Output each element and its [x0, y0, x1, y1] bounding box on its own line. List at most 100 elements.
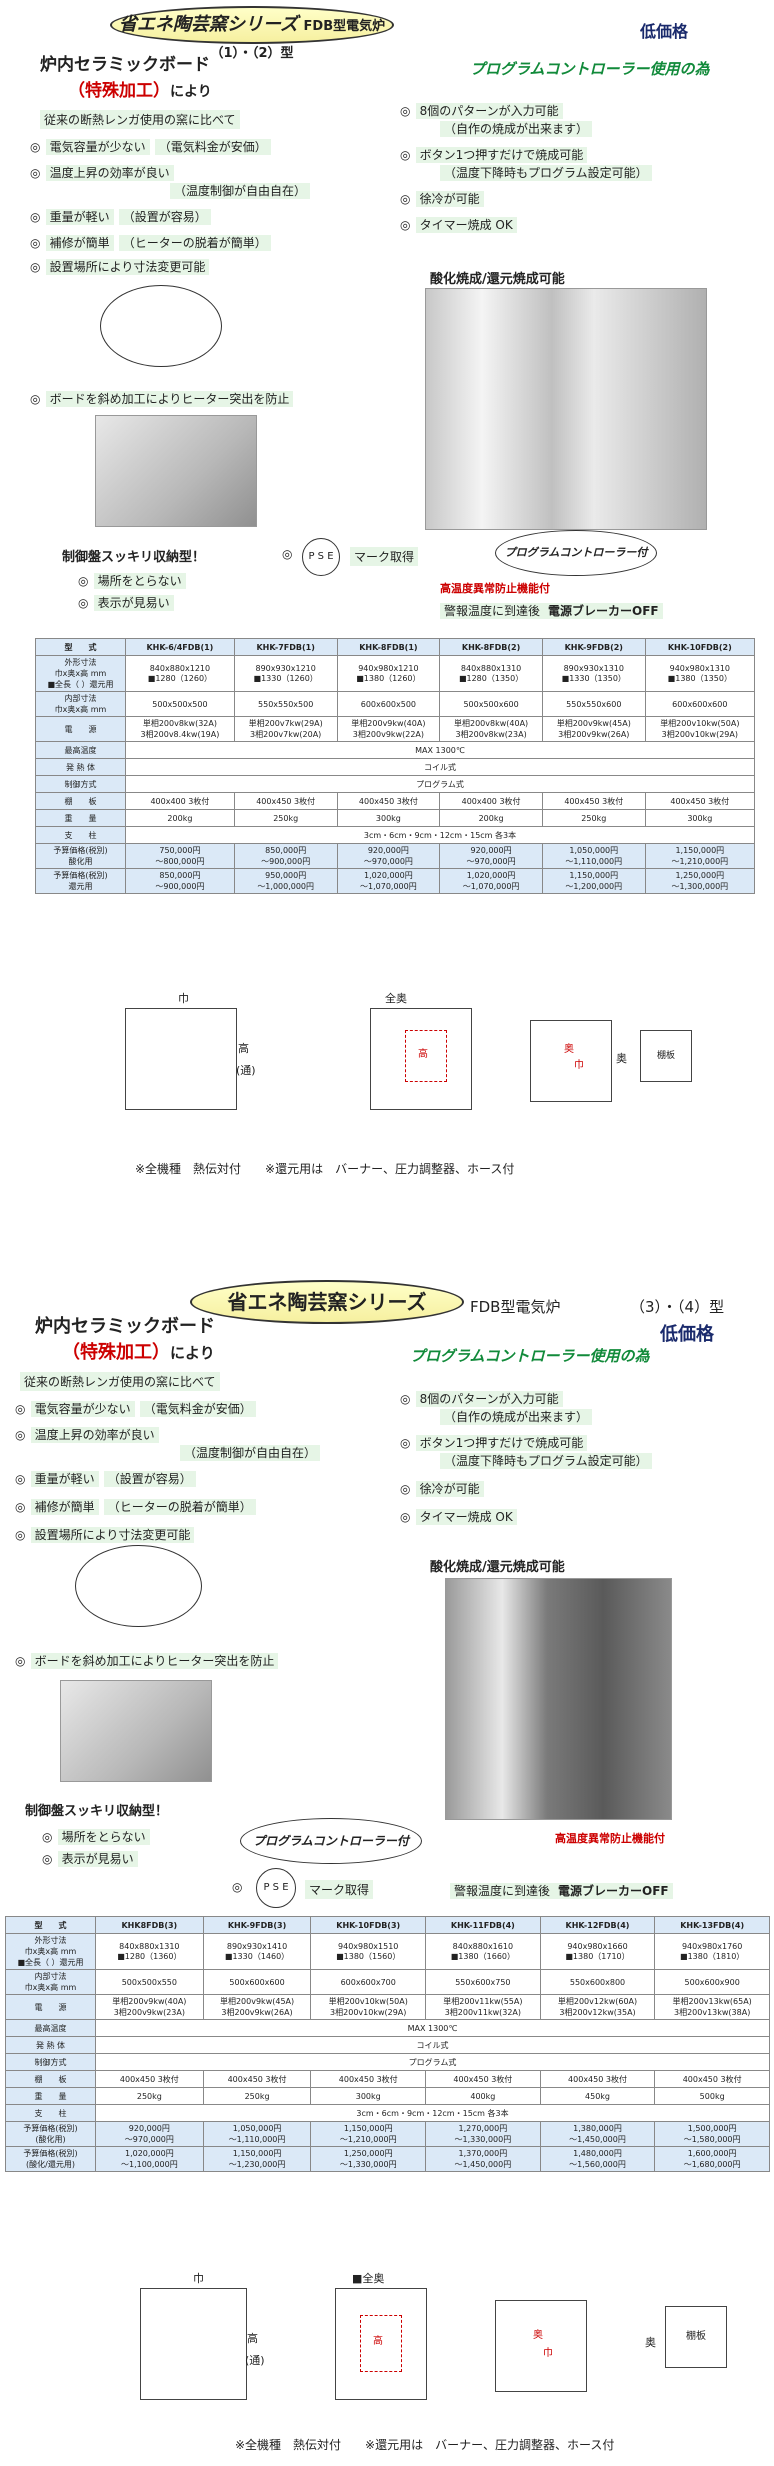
- table-cell: 250kg: [202, 2087, 312, 2105]
- table-cell: 1,150,000円 〜1,200,000円: [541, 868, 646, 894]
- sec1-diag-front-body: [125, 1008, 237, 1110]
- sec1-ctrl-3: ◎ タイマー焼成 OK: [400, 214, 760, 238]
- table-cell: 920,000円 〜970,000円: [439, 843, 543, 869]
- table-row-label: 制御方式: [5, 2053, 96, 2071]
- table-row-label: 予算価格(税別) (酸化/還元用): [5, 2146, 96, 2172]
- table-header-cell: KHK-8FDB(2): [439, 638, 543, 656]
- sec2-pse: P S E: [263, 1882, 289, 1893]
- sec1-diag-side: 全奥 高: [330, 990, 480, 1130]
- table-header-cell: KHK-12FDB(4): [539, 1916, 656, 1934]
- sec1-pse-text: マーク取得: [350, 547, 419, 566]
- sec1-ctrl-0-note: （自作の焼成が出来ます）: [400, 118, 760, 144]
- table-cell: 950,000円 〜1,000,000円: [233, 868, 338, 894]
- table-cell: 920,000円 〜970,000円: [336, 843, 441, 869]
- table-header-cell: KHK-9FDB(3): [202, 1916, 312, 1934]
- sec2-footer: ※全機種 熱伝対付 ※還元用は バーナー、圧力調整器、ホース付: [235, 2438, 615, 2452]
- sec2-feature-list: ◎ 電気容量が少ない （電気料金が安価） ◎ 温度上昇の効率が良い （温度制御が…: [15, 1398, 405, 1548]
- table-cell: 500x500x600: [439, 691, 543, 717]
- table-cell: MAX 1300℃: [95, 2019, 770, 2037]
- sec1-diag-height: 高: [238, 1042, 249, 1055]
- sec1-diag-width2: 巾: [574, 1060, 584, 1071]
- table-row-label: 棚 板: [5, 2070, 96, 2088]
- table-cell: 940x980x1760 ■1380（1810）: [654, 1933, 770, 1970]
- table-cell: 600x600x600: [644, 691, 756, 717]
- table-cell: 3cm・6cm・9cm・12cm・15cm 各3本: [95, 2104, 770, 2122]
- sec1-diag-depth: 奥: [616, 1052, 627, 1065]
- table-cell: 1,020,000円 〜1,070,000円: [336, 868, 441, 894]
- table-row-label: 外形寸法 巾x奥x高 mm ■全長（ ）還元用: [5, 1933, 96, 1970]
- sec1-board-closeup-photo: [100, 285, 222, 367]
- table-cell: 840x880x1210 ■1280（1260）: [125, 655, 235, 692]
- table-row-label: 外形寸法 巾x奥x高 mm ■全長（ ）還元用: [35, 655, 126, 692]
- table-cell: 400x400 3枚付: [125, 792, 235, 810]
- table-cell: 400x450 3枚付: [202, 2070, 312, 2088]
- sec2-price: 低価格: [660, 1324, 714, 1345]
- sec1-breaker-row: 警報温度に到達後電源ブレーカーOFF: [440, 600, 663, 619]
- sec2-ctrl-2: ◎ 徐冷が可能: [400, 1478, 760, 1506]
- sec2-ctrl-0: ◎ 8個のパターンが入力可能: [400, 1388, 760, 1407]
- sec2-breaker-pre: 警報温度に到達後: [450, 1883, 555, 1899]
- table-cell: 1,380,000円 〜1,450,000円: [539, 2121, 656, 2147]
- sec1-board-note-row: ◎ ボードを斜め加工によりヒーター突出を防止: [30, 388, 294, 407]
- sec2-diag-depth: 奥: [645, 2336, 656, 2349]
- sec1-title-ellipse: 省エネ陶芸窯シリーズ FDB型電気炉 （1）・（2）型: [110, 6, 398, 61]
- table-cell: 400x450 3枚付: [539, 2070, 656, 2088]
- sec2-diag-side-inner: [360, 2315, 402, 2372]
- table-row-label: 最高温度: [5, 2019, 96, 2037]
- table-cell: 300kg: [336, 809, 441, 827]
- sec1-feature-0: ◎ 電気容量が少ない （電気料金が安価）: [30, 136, 400, 162]
- table-cell: 500x500x550: [95, 1969, 204, 1995]
- sec2-feature-1-note: （温度制御が自由自在）: [15, 1442, 405, 1468]
- sec1-diag-shelf: 棚板: [656, 1051, 675, 1061]
- sec1-diag-top-body: [530, 1020, 612, 1102]
- table-cell: 500x500x500: [125, 691, 235, 717]
- table-cell: 単相200v9kw(40A) 3相200v9kw(22A): [336, 716, 441, 742]
- sec2-overheat: 高温度異常防止機能付: [555, 1832, 665, 1845]
- table-header-cell: KHK-9FDB(2): [541, 638, 646, 656]
- table-row-label: 発 熱 体: [35, 758, 126, 776]
- sec1-diag-depth2: 奥: [564, 1044, 574, 1055]
- table-cell: 500x600x600: [202, 1969, 312, 1995]
- sec2-board-note-mark: ◎: [15, 1654, 26, 1668]
- table-row: 発 熱 体コイル式: [35, 758, 755, 776]
- sec2-diag-front: 巾 高 (通): [135, 2270, 265, 2420]
- sec1-price: 低価格: [640, 22, 689, 41]
- table-cell: 1,500,000円 〜1,580,000円: [654, 2121, 770, 2147]
- sec2-board-title: 炉内セラミックボード: [35, 1316, 215, 1337]
- sec1-diag-side-inner: [405, 1030, 447, 1082]
- table-cell: 300kg: [310, 2087, 427, 2105]
- sec2-diag-width: 巾: [193, 2272, 204, 2285]
- table-cell: 200kg: [125, 809, 235, 827]
- sec1-board-note-mark: ◎: [30, 392, 41, 406]
- sec2-diag-top: 奥 巾 奥 棚板: [495, 2300, 735, 2410]
- table-cell: 単相200v7kw(29A) 3相200v7kw(20A): [233, 716, 338, 742]
- table-cell: 400x450 3枚付: [233, 792, 338, 810]
- table-cell: 400x450 3枚付: [654, 2070, 770, 2088]
- table-row-label: 制御方式: [35, 775, 126, 793]
- sec2-ctrl-title: プログラムコントローラー使用の為: [410, 1347, 650, 1365]
- table-cell: 500kg: [654, 2087, 770, 2105]
- table-cell: 250kg: [541, 809, 646, 827]
- table-row-label: 支 柱: [35, 826, 126, 844]
- sec2-diag-full: ■全奥: [352, 2272, 385, 2285]
- sec2-subtitle: FDB型電気炉: [470, 1298, 561, 1316]
- table-cell: 940x980x1310 ■1380（1350）: [644, 655, 756, 692]
- table-cell: 840x880x1310 ■1280（1360）: [95, 1933, 204, 1970]
- table-header-cell: 型 式: [35, 638, 126, 656]
- sec2-breaker-row: 警報温度に到達後電源ブレーカーOFF: [450, 1880, 673, 1899]
- table-row: 電 源単相200v8kw(32A) 3相200v8.4kw(19A)単相200v…: [35, 716, 756, 742]
- table-cell: 1,270,000円 〜1,330,000円: [425, 2121, 541, 2147]
- table-cell: 単相200v9kw(40A) 3相200v9kw(23A): [95, 1994, 204, 2020]
- sec2-prog-label: プログラムコントローラー付: [253, 1834, 409, 1848]
- sec1-ctrl-0: ◎ 8個のパターンが入力可能: [400, 100, 760, 119]
- sec1-ctrl-panel-title: 制御盤スッキリ収納型！: [62, 550, 206, 565]
- table-header-cell: 型 式: [5, 1916, 96, 1934]
- table-cell: 850,000円 〜900,000円: [233, 843, 338, 869]
